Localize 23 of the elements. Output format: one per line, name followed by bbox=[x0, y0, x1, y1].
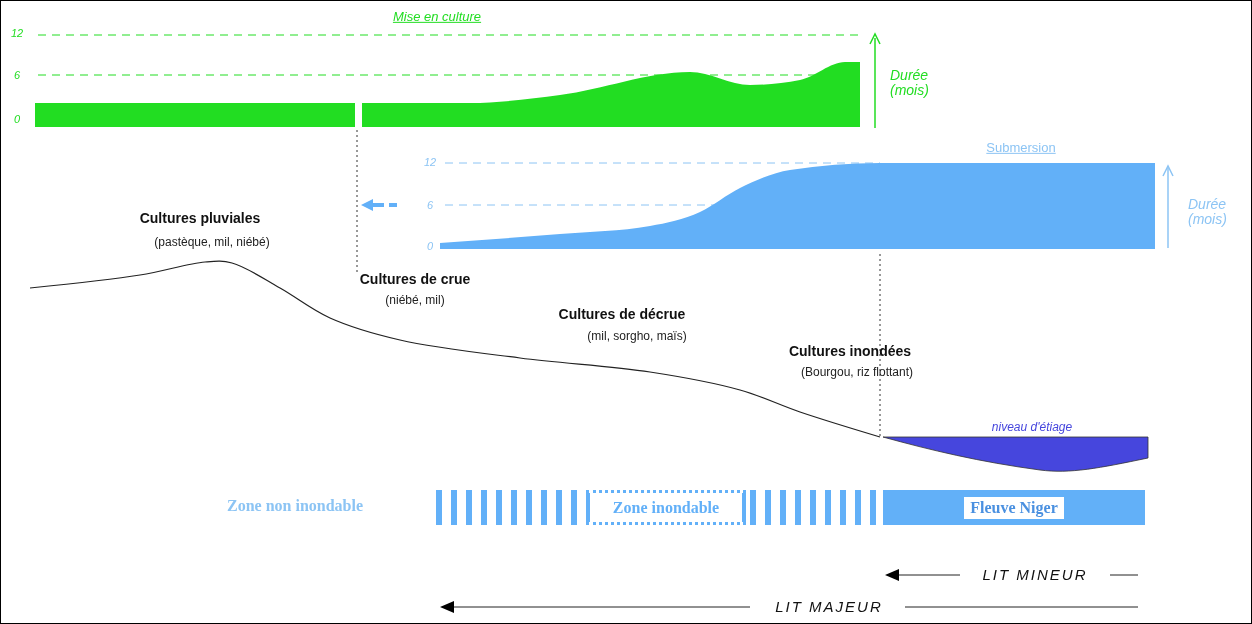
crop-list: (niébé, mil) bbox=[385, 294, 445, 308]
axis-tick-label: 6 bbox=[13, 68, 21, 82]
zone-label: Fleuve Niger bbox=[964, 496, 1064, 519]
water-level-label: niveau d'étiage bbox=[991, 421, 1073, 435]
chart-title: Submersion bbox=[986, 140, 1056, 156]
axis-tick-label: 12 bbox=[10, 26, 24, 40]
crop-list: (pastèque, mil, niébé) bbox=[154, 236, 270, 250]
crop-list: (mil, sorgho, maïs) bbox=[587, 330, 687, 344]
zone-heading: Cultures inondées bbox=[788, 344, 912, 360]
chart-title: Mise en culture bbox=[392, 9, 482, 25]
zone-heading: Cultures de crue bbox=[359, 272, 471, 288]
axis-tick-label: 0 bbox=[426, 239, 434, 253]
zone-band bbox=[586, 490, 746, 525]
axis-title: Durée (mois) bbox=[890, 67, 930, 99]
axis-tick-label: 6 bbox=[426, 198, 434, 212]
zone-label: Zone non inondable bbox=[226, 497, 364, 515]
zone-heading: Cultures de décrue bbox=[558, 307, 686, 323]
river-band bbox=[883, 490, 1145, 525]
crop-list: (Bourgou, riz flottant) bbox=[800, 366, 914, 380]
axis-tick-label: 0 bbox=[13, 112, 21, 126]
axis-title: Durée (mois) bbox=[1188, 196, 1228, 228]
axis-tick-label: 12 bbox=[423, 155, 437, 169]
zone-heading: Cultures pluviales bbox=[139, 211, 261, 227]
